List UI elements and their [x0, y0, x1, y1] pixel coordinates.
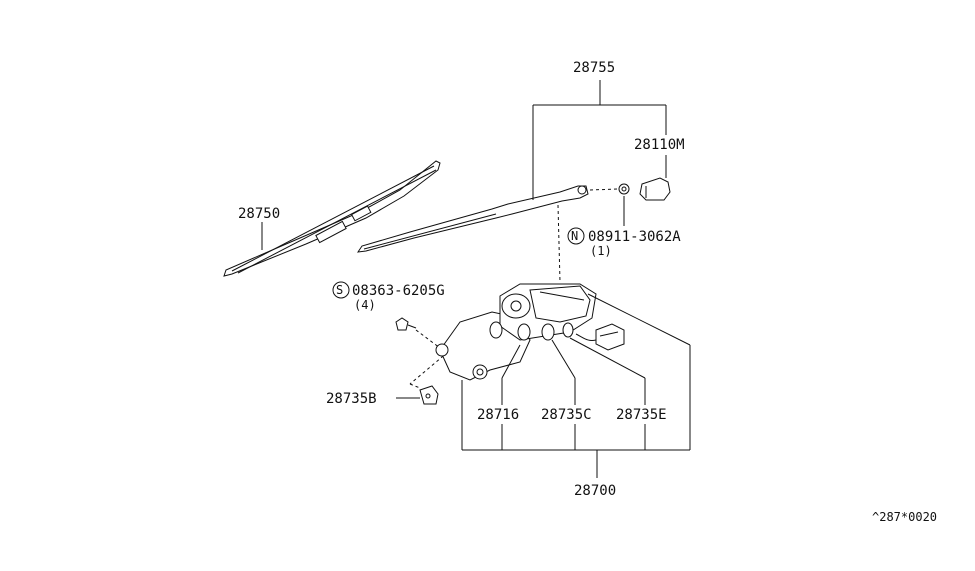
- label-nut-qty: (1): [590, 244, 612, 258]
- wiper-arm: [356, 185, 589, 253]
- dashed-arm-motor: [557, 204, 561, 283]
- dashed-arm-nut: [589, 188, 619, 191]
- arm-cap: [639, 177, 671, 201]
- leader-28700: [461, 293, 691, 478]
- label-screw: 08363-6205G: [352, 283, 445, 299]
- leader-28755: [532, 80, 667, 200]
- label-28750: 28750: [238, 206, 280, 222]
- label-28755: 28755: [573, 60, 615, 76]
- screw: [395, 317, 417, 331]
- leader-28735c: [551, 339, 576, 450]
- dashed-grommet-2: [409, 383, 421, 389]
- label-28735b: 28735B: [326, 391, 377, 407]
- nut: [618, 183, 630, 195]
- grommet: [419, 385, 439, 405]
- wiper-motor: [435, 283, 625, 381]
- wiper-blade: [223, 160, 441, 277]
- screw-symbol: S: [336, 283, 343, 297]
- screw-callout: S 08363-6205G (4): [332, 281, 445, 312]
- label-28735e: 28735E: [616, 407, 667, 423]
- nut-symbol: N: [571, 229, 578, 243]
- dashed-grommet: [409, 351, 449, 385]
- leader-28716: [501, 344, 521, 450]
- nut-callout: N 08911-3062A (1): [567, 227, 681, 258]
- label-28735c: 28735C: [541, 407, 592, 423]
- label-28110m: 28110M: [634, 137, 685, 153]
- dashed-screw: [415, 329, 441, 349]
- label-28716: 28716: [477, 407, 519, 423]
- reference-code: ^287*0020: [872, 510, 937, 524]
- label-screw-qty: (4): [354, 298, 376, 312]
- label-nut: 08911-3062A: [588, 229, 681, 245]
- label-28700: 28700: [574, 483, 616, 499]
- leader-28735e: [569, 337, 646, 450]
